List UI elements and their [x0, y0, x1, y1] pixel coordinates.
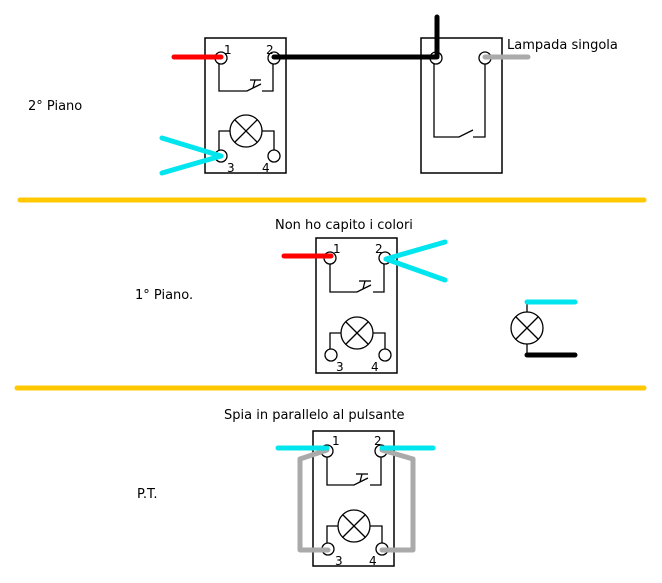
terminal-4: [267, 149, 281, 163]
lamp-icon: [340, 316, 374, 350]
lamp-icon: [337, 509, 371, 543]
svg-text:3: 3: [335, 554, 343, 568]
floor-label: 2° Piano: [28, 99, 82, 114]
svg-text:1: 1: [333, 242, 341, 256]
lamp-icon: [510, 302, 544, 355]
note-label: Non ho capito i colori: [275, 218, 413, 233]
svg-text:2: 2: [266, 43, 274, 57]
wire-cyan: [383, 239, 448, 283]
svg-text:4: 4: [262, 161, 270, 175]
svg-text:3: 3: [336, 360, 344, 374]
wire-grey: [379, 447, 416, 553]
floor-label: 1° Piano.: [135, 288, 193, 303]
svg-text:1: 1: [224, 43, 232, 57]
wire-cyan: [159, 135, 224, 176]
lamp-icon: [229, 114, 263, 148]
floor-label: P.T.: [137, 487, 157, 502]
note-label: Lampada singola: [507, 38, 618, 53]
note-label: Spia in parallelo al pulsante: [224, 408, 405, 423]
svg-text:4: 4: [369, 554, 377, 568]
svg-text:4: 4: [371, 360, 379, 374]
wire-grey: [297, 447, 331, 553]
svg-text:2: 2: [374, 434, 382, 448]
svg-text:1: 1: [332, 434, 340, 448]
illuminated-pushbutton: 1 2 3 4: [312, 430, 395, 568]
svg-text:3: 3: [227, 161, 235, 175]
svg-text:2: 2: [375, 242, 383, 256]
